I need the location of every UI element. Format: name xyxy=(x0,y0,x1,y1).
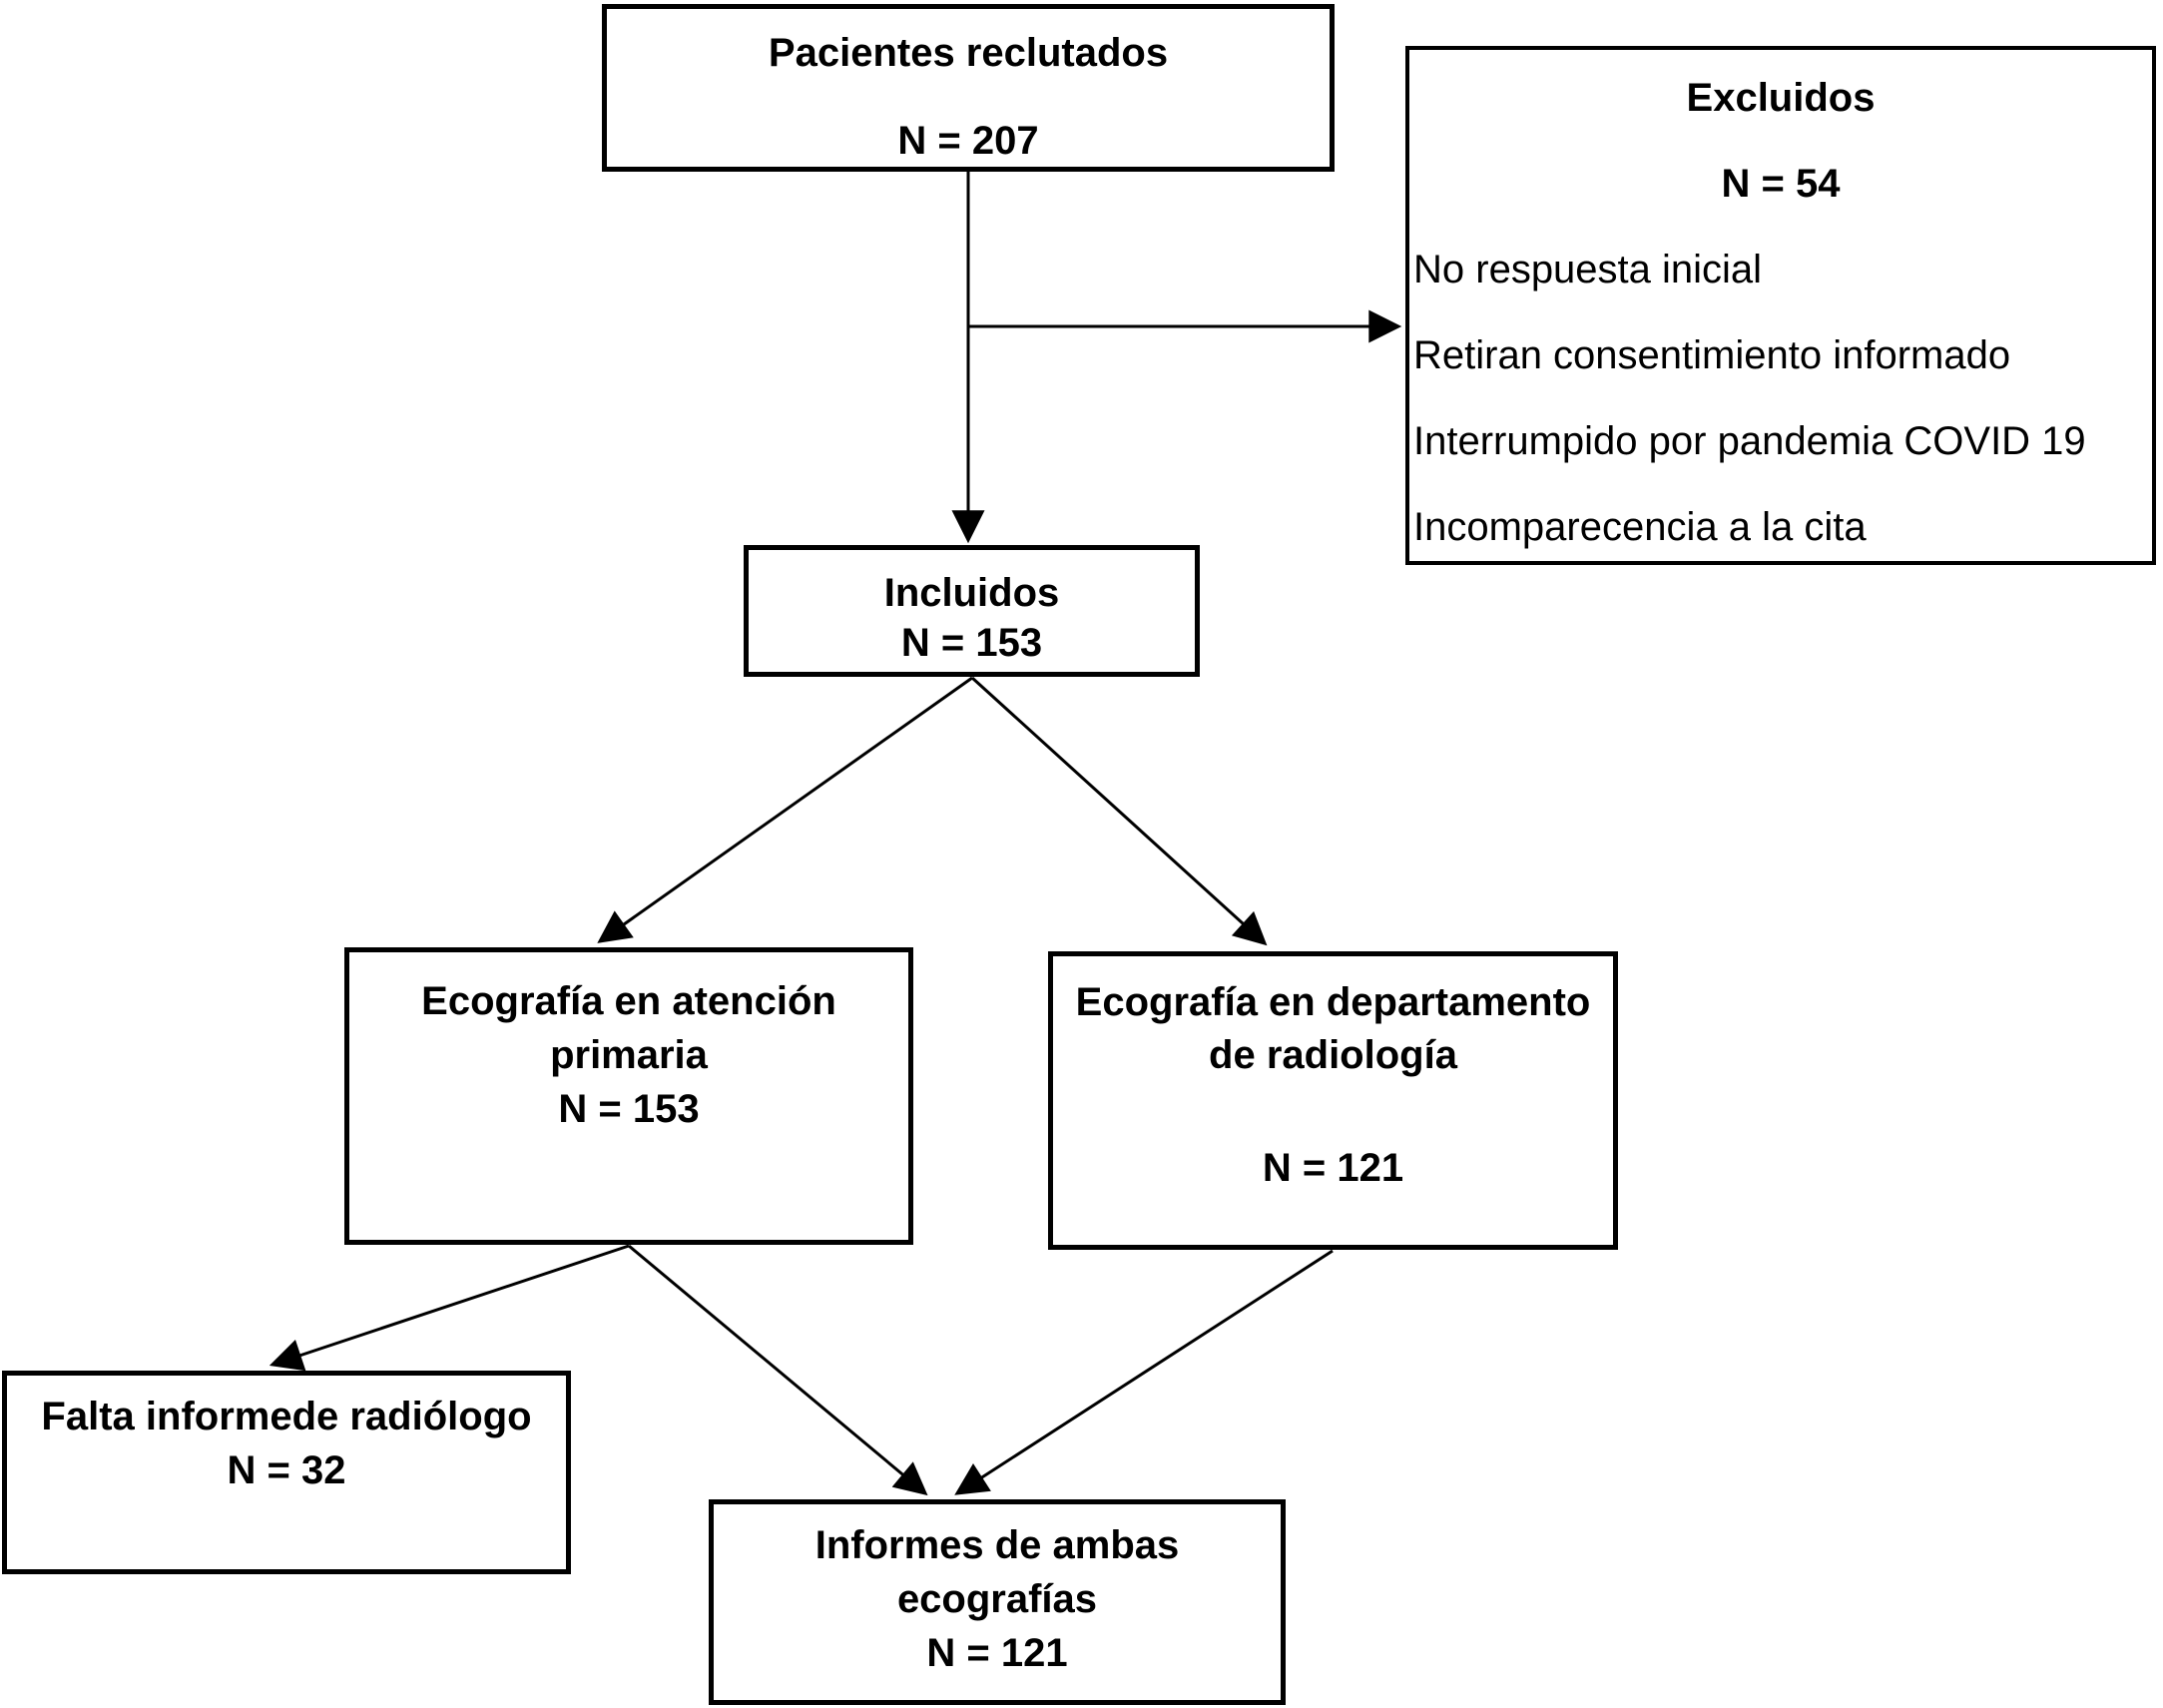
exclusion-reason: Retiran consentimiento informado xyxy=(1413,333,2011,377)
radiology-title-line1: Ecografía en departamento xyxy=(1075,980,1591,1024)
exclusion-reason: No respuesta inicial xyxy=(1413,248,1763,291)
missing-report-box: Falta informede radiólogo N = 32 xyxy=(2,1371,571,1574)
arrow-primary-care-to-missing-report xyxy=(269,1244,630,1372)
included-box: Incluidos N = 153 xyxy=(744,545,1200,677)
both-reports-title-line2: ecografías xyxy=(896,1577,1098,1621)
excluded-title: Excluidos xyxy=(1686,76,1876,120)
primary-care-title-line1: Ecografía en atención xyxy=(421,979,836,1023)
recruited-title: Pacientes reclutados xyxy=(768,31,1169,75)
arrow-primary-care-to-both-reports xyxy=(628,1244,928,1496)
arrow-radiology-to-both-reports xyxy=(954,1249,1334,1495)
arrow-included-to-primary-care xyxy=(597,676,973,943)
both-reports-count: N = 121 xyxy=(926,1631,1068,1675)
both-reports-box: Informes de ambas ecografías N = 121 xyxy=(709,1499,1286,1705)
radiology-ultrasound-box: Ecografía en departamento de radiología … xyxy=(1048,951,1618,1250)
included-count: N = 153 xyxy=(900,621,1043,665)
recruited-box: Pacientes reclutados N = 207 xyxy=(602,4,1335,172)
excluded-count: N = 54 xyxy=(1721,162,1841,206)
radiology-count: N = 121 xyxy=(1262,1146,1404,1190)
excluded-box: Excluidos N = 54 No respuesta inicial Re… xyxy=(1405,46,2156,565)
exclusion-reason: Interrumpido por pandemia COVID 19 xyxy=(1413,419,2086,463)
primary-care-title-line2: primaria xyxy=(550,1033,708,1077)
both-reports-title-line1: Informes de ambas xyxy=(814,1523,1180,1567)
radiology-title-line2: de radiología xyxy=(1209,1033,1457,1077)
exclusion-reason: Incomparecencia a la cita xyxy=(1413,505,1867,549)
arrow-included-to-radiology xyxy=(970,676,1268,946)
recruited-count: N = 207 xyxy=(897,119,1039,163)
primary-care-ultrasound-box: Ecografía en atención primaria N = 153 xyxy=(344,947,913,1245)
missing-report-title: Falta informede radiólogo xyxy=(41,1395,532,1438)
included-title: Incluidos xyxy=(883,571,1060,615)
missing-report-count: N = 32 xyxy=(227,1448,346,1492)
primary-care-count: N = 153 xyxy=(558,1087,700,1131)
